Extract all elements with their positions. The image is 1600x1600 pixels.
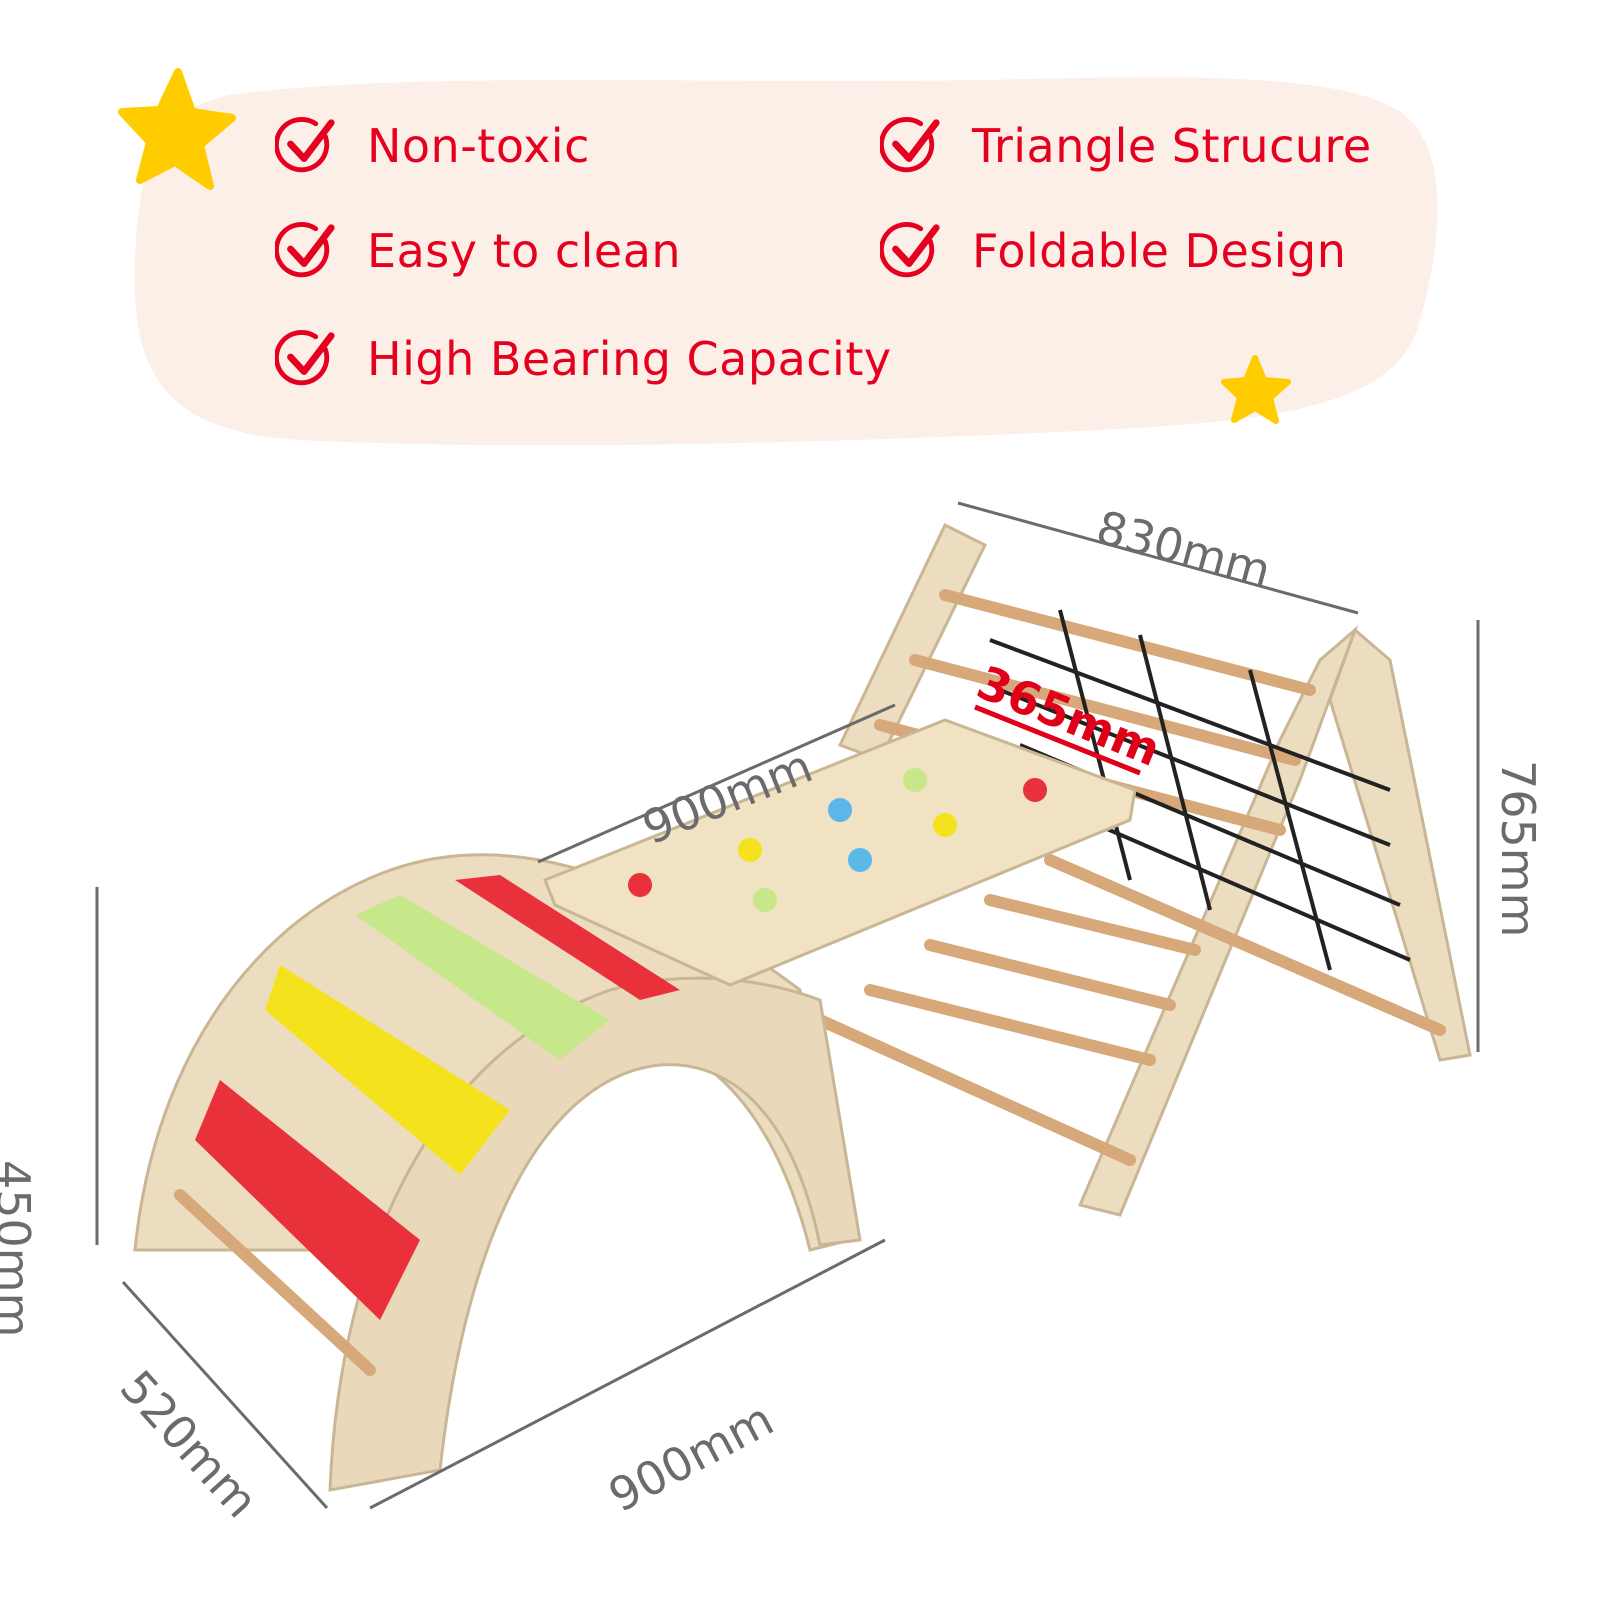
- feature-item-easy-to-clean: Easy to clean: [275, 220, 681, 282]
- check-circle-icon: [275, 117, 335, 173]
- check-circle-icon: [880, 222, 940, 278]
- triangle-frame-front: [1077, 625, 1359, 1217]
- feature-item-foldable-design: Foldable Design: [880, 220, 1346, 282]
- rung-yellow: [265, 965, 510, 1175]
- dimension-arch-height: 450mm: [0, 1160, 40, 1338]
- climbing-holds: [628, 768, 1047, 912]
- star-icon: [118, 68, 236, 190]
- feature-item-high-bearing-capacity: High Bearing Capacity: [275, 328, 892, 390]
- climbing-set: [133, 522, 1472, 1492]
- feature-label: High Bearing Capacity: [367, 332, 892, 386]
- feature-label: Triangle Strucure: [972, 119, 1372, 173]
- feature-label: Easy to clean: [367, 224, 682, 278]
- feature-label: Non-toxic: [367, 119, 590, 173]
- ramp-board: [543, 718, 1137, 987]
- dimension-line-red: [974, 704, 1141, 776]
- triangle-frame-left: [837, 522, 987, 762]
- star-icon: [1221, 355, 1291, 424]
- feature-item-triangle-structure: Triangle Strucure: [880, 115, 1372, 177]
- feature-panel-background: [134, 77, 1438, 446]
- rung-red-top: [455, 875, 680, 1000]
- dimension-triangle-height: 765mm: [1491, 760, 1545, 938]
- feature-list: Non-toxic Triangle Strucure Easy to clea…: [135, 75, 1425, 445]
- check-circle-icon: [275, 222, 335, 278]
- rung-green: [355, 895, 610, 1060]
- check-circle-icon: [275, 330, 335, 386]
- feature-label: Foldable Design: [972, 224, 1347, 278]
- check-circle-icon: [880, 117, 940, 173]
- rung-red-bottom: [195, 1080, 420, 1320]
- feature-item-non-toxic: Non-toxic: [275, 115, 590, 177]
- dimension-lines: [95, 501, 1480, 1510]
